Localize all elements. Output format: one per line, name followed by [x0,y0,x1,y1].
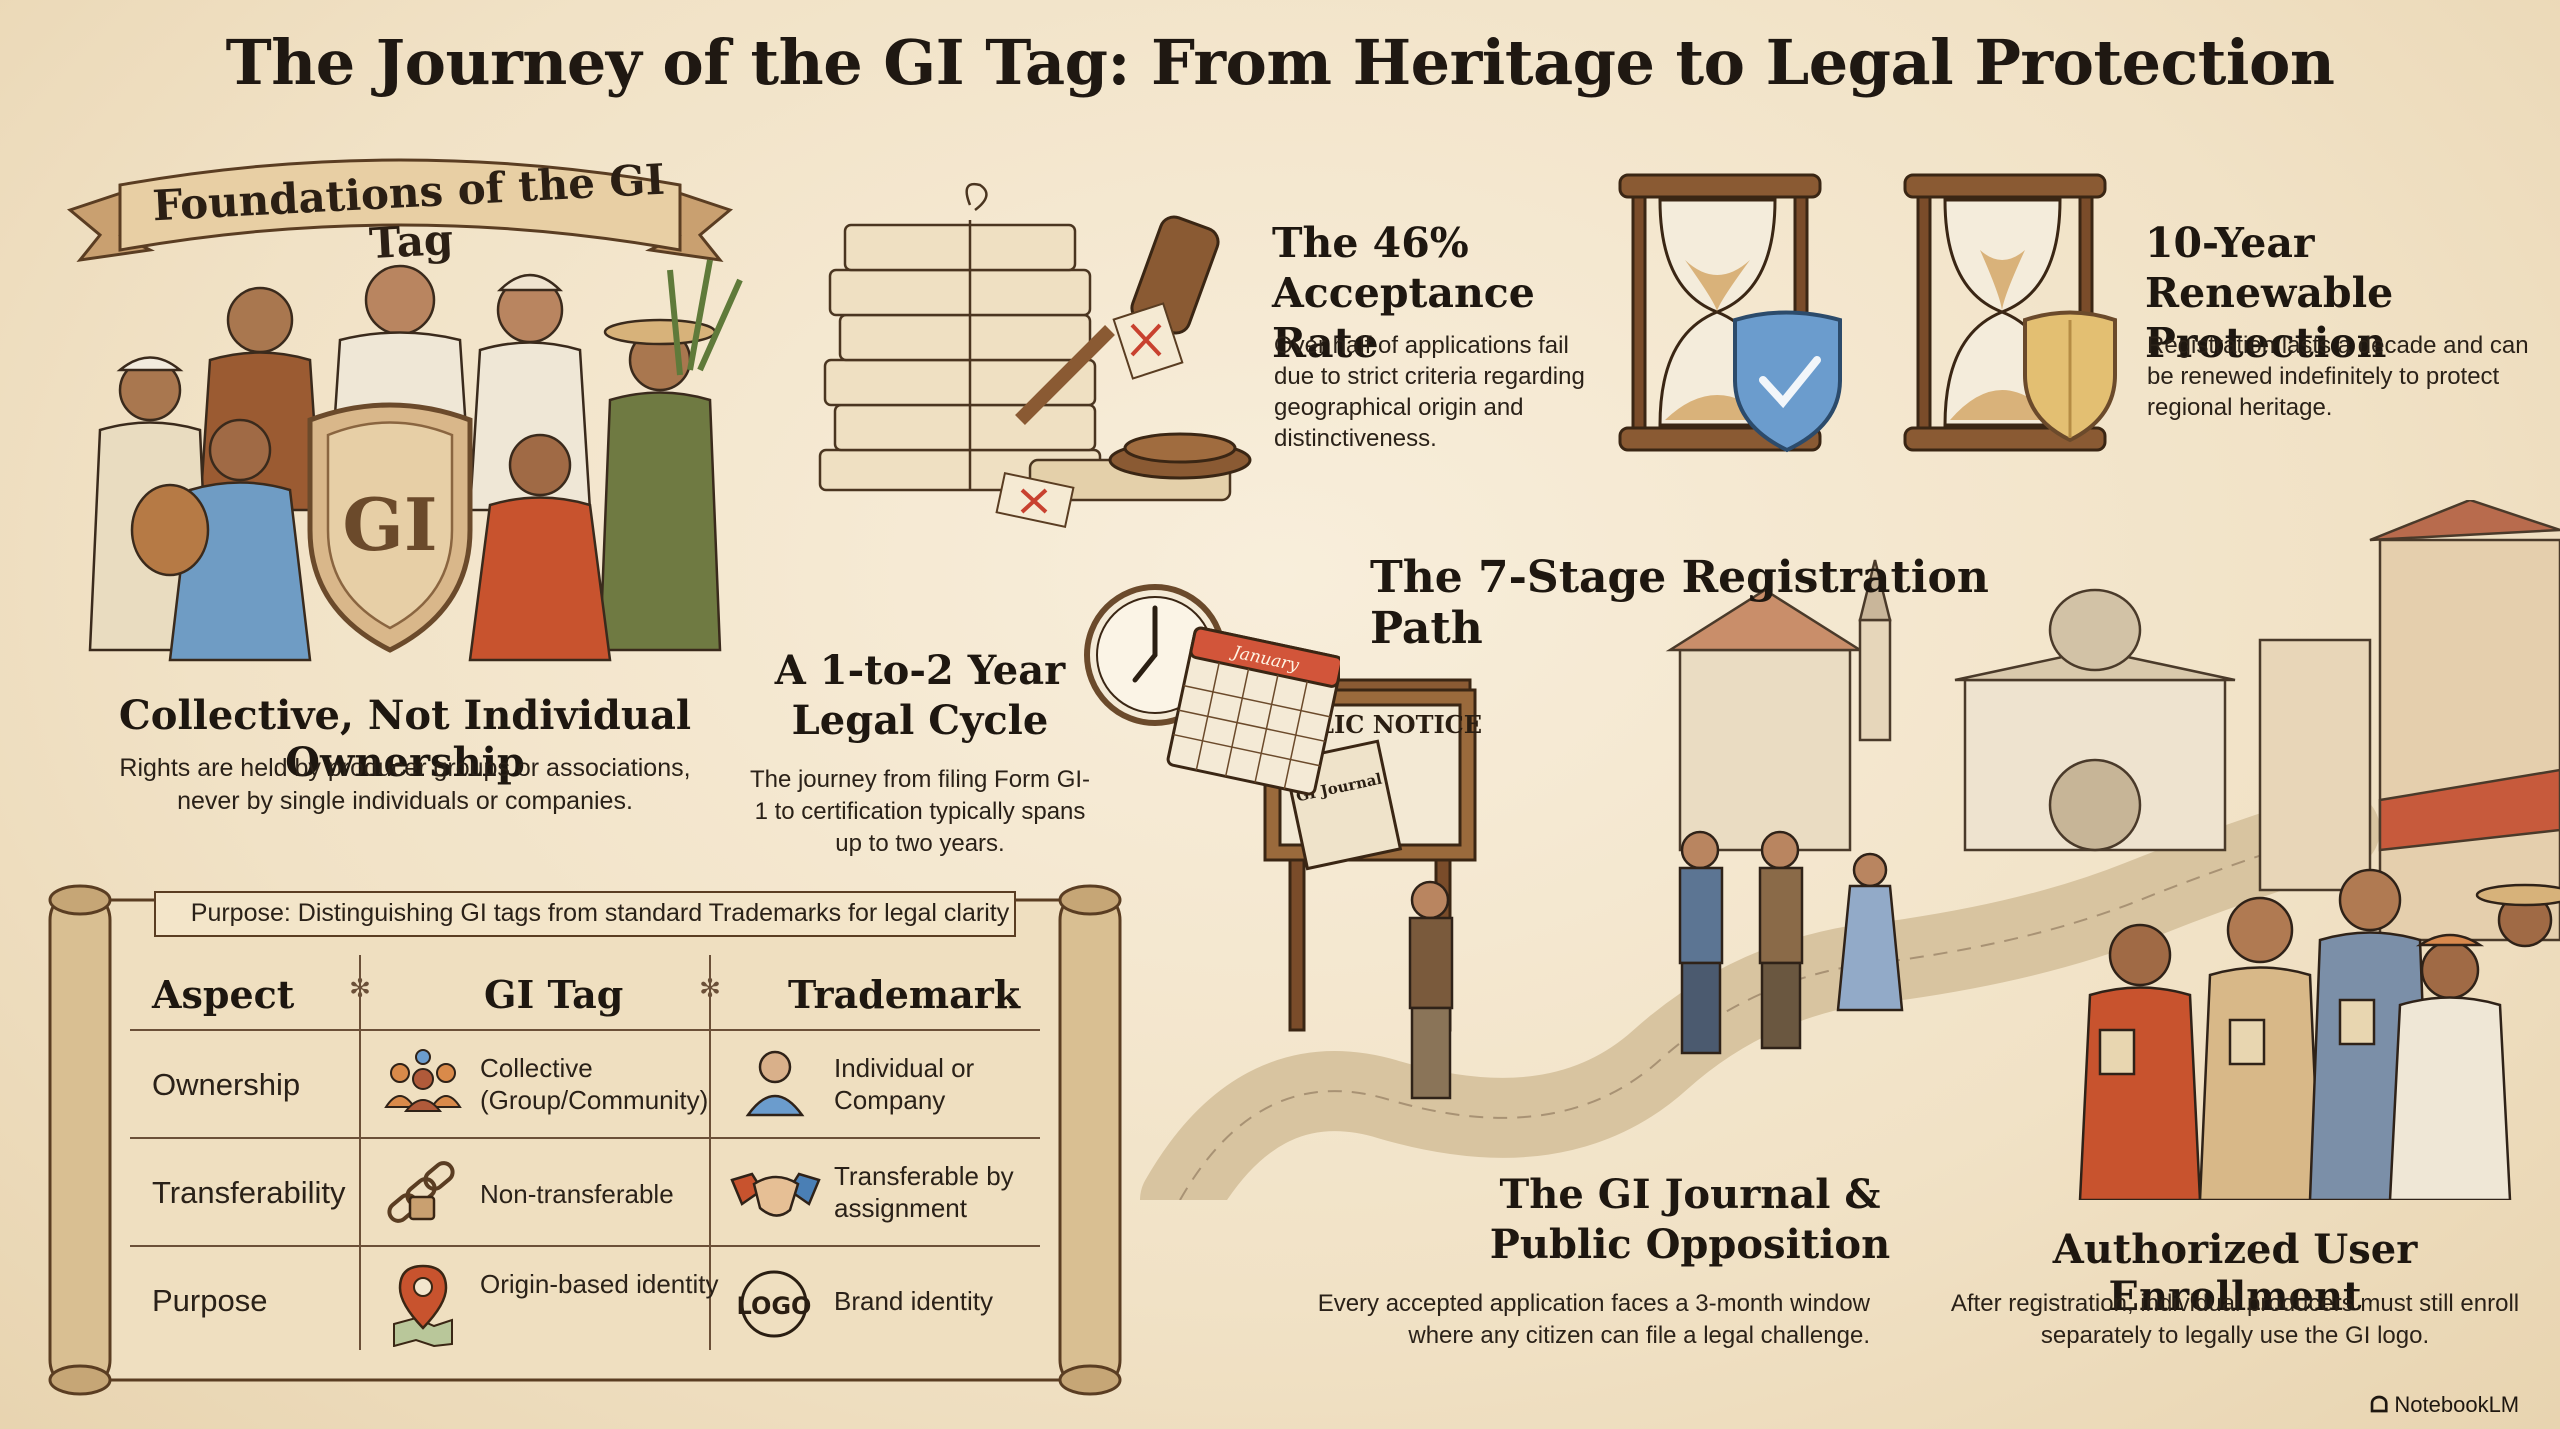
legal-cycle-heading: A 1-to-2 Year Legal Cycle [730,646,1110,746]
acceptance-heading-line1: The 46% [1272,219,1469,267]
renewable-heading-line1: 10-Year Renewable [2145,219,2394,317]
community-icon [384,1049,462,1112]
ownership-gi-cell: Collective (Group/Community) [480,1053,709,1115]
renewable-protection-body: Registration lasts a decade and can be r… [2147,332,2529,421]
gi-journal-heading-line2: Public Opposition [1489,1221,1891,1268]
collective-ownership-body: Rights are held by producer groups or as… [119,754,691,815]
foundations-banner-ribbon [66,158,734,263]
acceptance-rate-heading: The 46% Acceptance Rate [1272,218,1602,368]
person-icon [745,1050,805,1117]
comparison-caption: Purpose: Distinguishing GI tags from sta… [190,899,1010,927]
legal-cycle-heading-line2: Legal Cycle [791,697,1049,744]
table-header-gi-tag: GI Tag [484,972,624,1017]
logo-icon-text: LOGO [737,1292,812,1320]
legal-cycle-heading-line1: A 1-to-2 Year [774,647,1066,694]
clock-calendar-icon: January [1084,584,1340,796]
purpose-trademark-cell: Brand identity [834,1286,993,1316]
notebooklm-badge-text: NotebookLM [2394,1392,2520,1417]
page-title: The Journey of the GI Tag: From Heritage… [225,26,2335,99]
artisans-illustration: GI [88,259,743,662]
registration-path-heading: The 7-Stage Registration Path [1370,552,1989,654]
table-header-aspect: Aspect [152,972,295,1017]
enrollment-body: After registration, individual producers… [1950,1290,2520,1349]
logo-icon: LOGO [737,1270,812,1338]
handshake-icon [730,1172,821,1217]
ownership-trademark-cell: Individual or Company [834,1053,975,1115]
gi-journal-heading-line1: The GI Journal & [1499,1171,1881,1218]
map-pin-icon [393,1264,453,1347]
svg-text:✻: ✻ [699,974,721,1004]
gi-journal-heading: The GI Journal & Public Opposition [1480,1170,1900,1270]
gi-journal-body: Every accepted application faces a 3-mon… [1317,1290,1870,1349]
row-label-ownership: Ownership [152,1067,301,1102]
notebooklm-logo-icon: ᗝ [2370,1392,2389,1417]
row-label-purpose: Purpose [152,1283,268,1318]
renewable-heading-line2: Protection [2145,319,2387,367]
chain-lock-icon [387,1161,455,1223]
enrollment-heading: Authorized User Enrollment [2052,1226,2418,1320]
acceptance-rate-body: Over half of applications fail due to st… [1274,332,1585,452]
hourglass-gold-shield-icon [1903,173,2117,452]
notebooklm-badge: ᗝ NotebookLM [2370,1392,2519,1418]
transferability-gi-cell: Non-transferable [480,1179,674,1209]
collective-ownership-heading: Collective, Not Individual Ownership [118,692,692,786]
row-label-transferability: Transferability [152,1175,346,1210]
legal-cycle-body: The journey from filing Form GI-1 to cer… [749,766,1091,857]
acceptance-heading-line2: Acceptance Rate [1272,269,1535,367]
transferability-trademark-cell: Transferable by assignment [834,1161,1014,1223]
registration-path-scene: PUBLIC NOTICE GI Journal [1140,500,2560,1200]
document-stack-gavel-illustration [818,182,1252,529]
table-header-trademark: Trademark [788,972,1021,1017]
hourglass-blue-shield-icon [1618,173,1842,453]
renewable-protection-heading: 10-Year Renewable Protection [2145,218,2545,368]
comparison-scroll: ✻ ✻ [48,884,1122,1396]
purpose-gi-cell: Origin-based identity [480,1269,719,1299]
shield-gi-text: GI [342,482,437,567]
svg-text:✻: ✻ [349,974,371,1004]
